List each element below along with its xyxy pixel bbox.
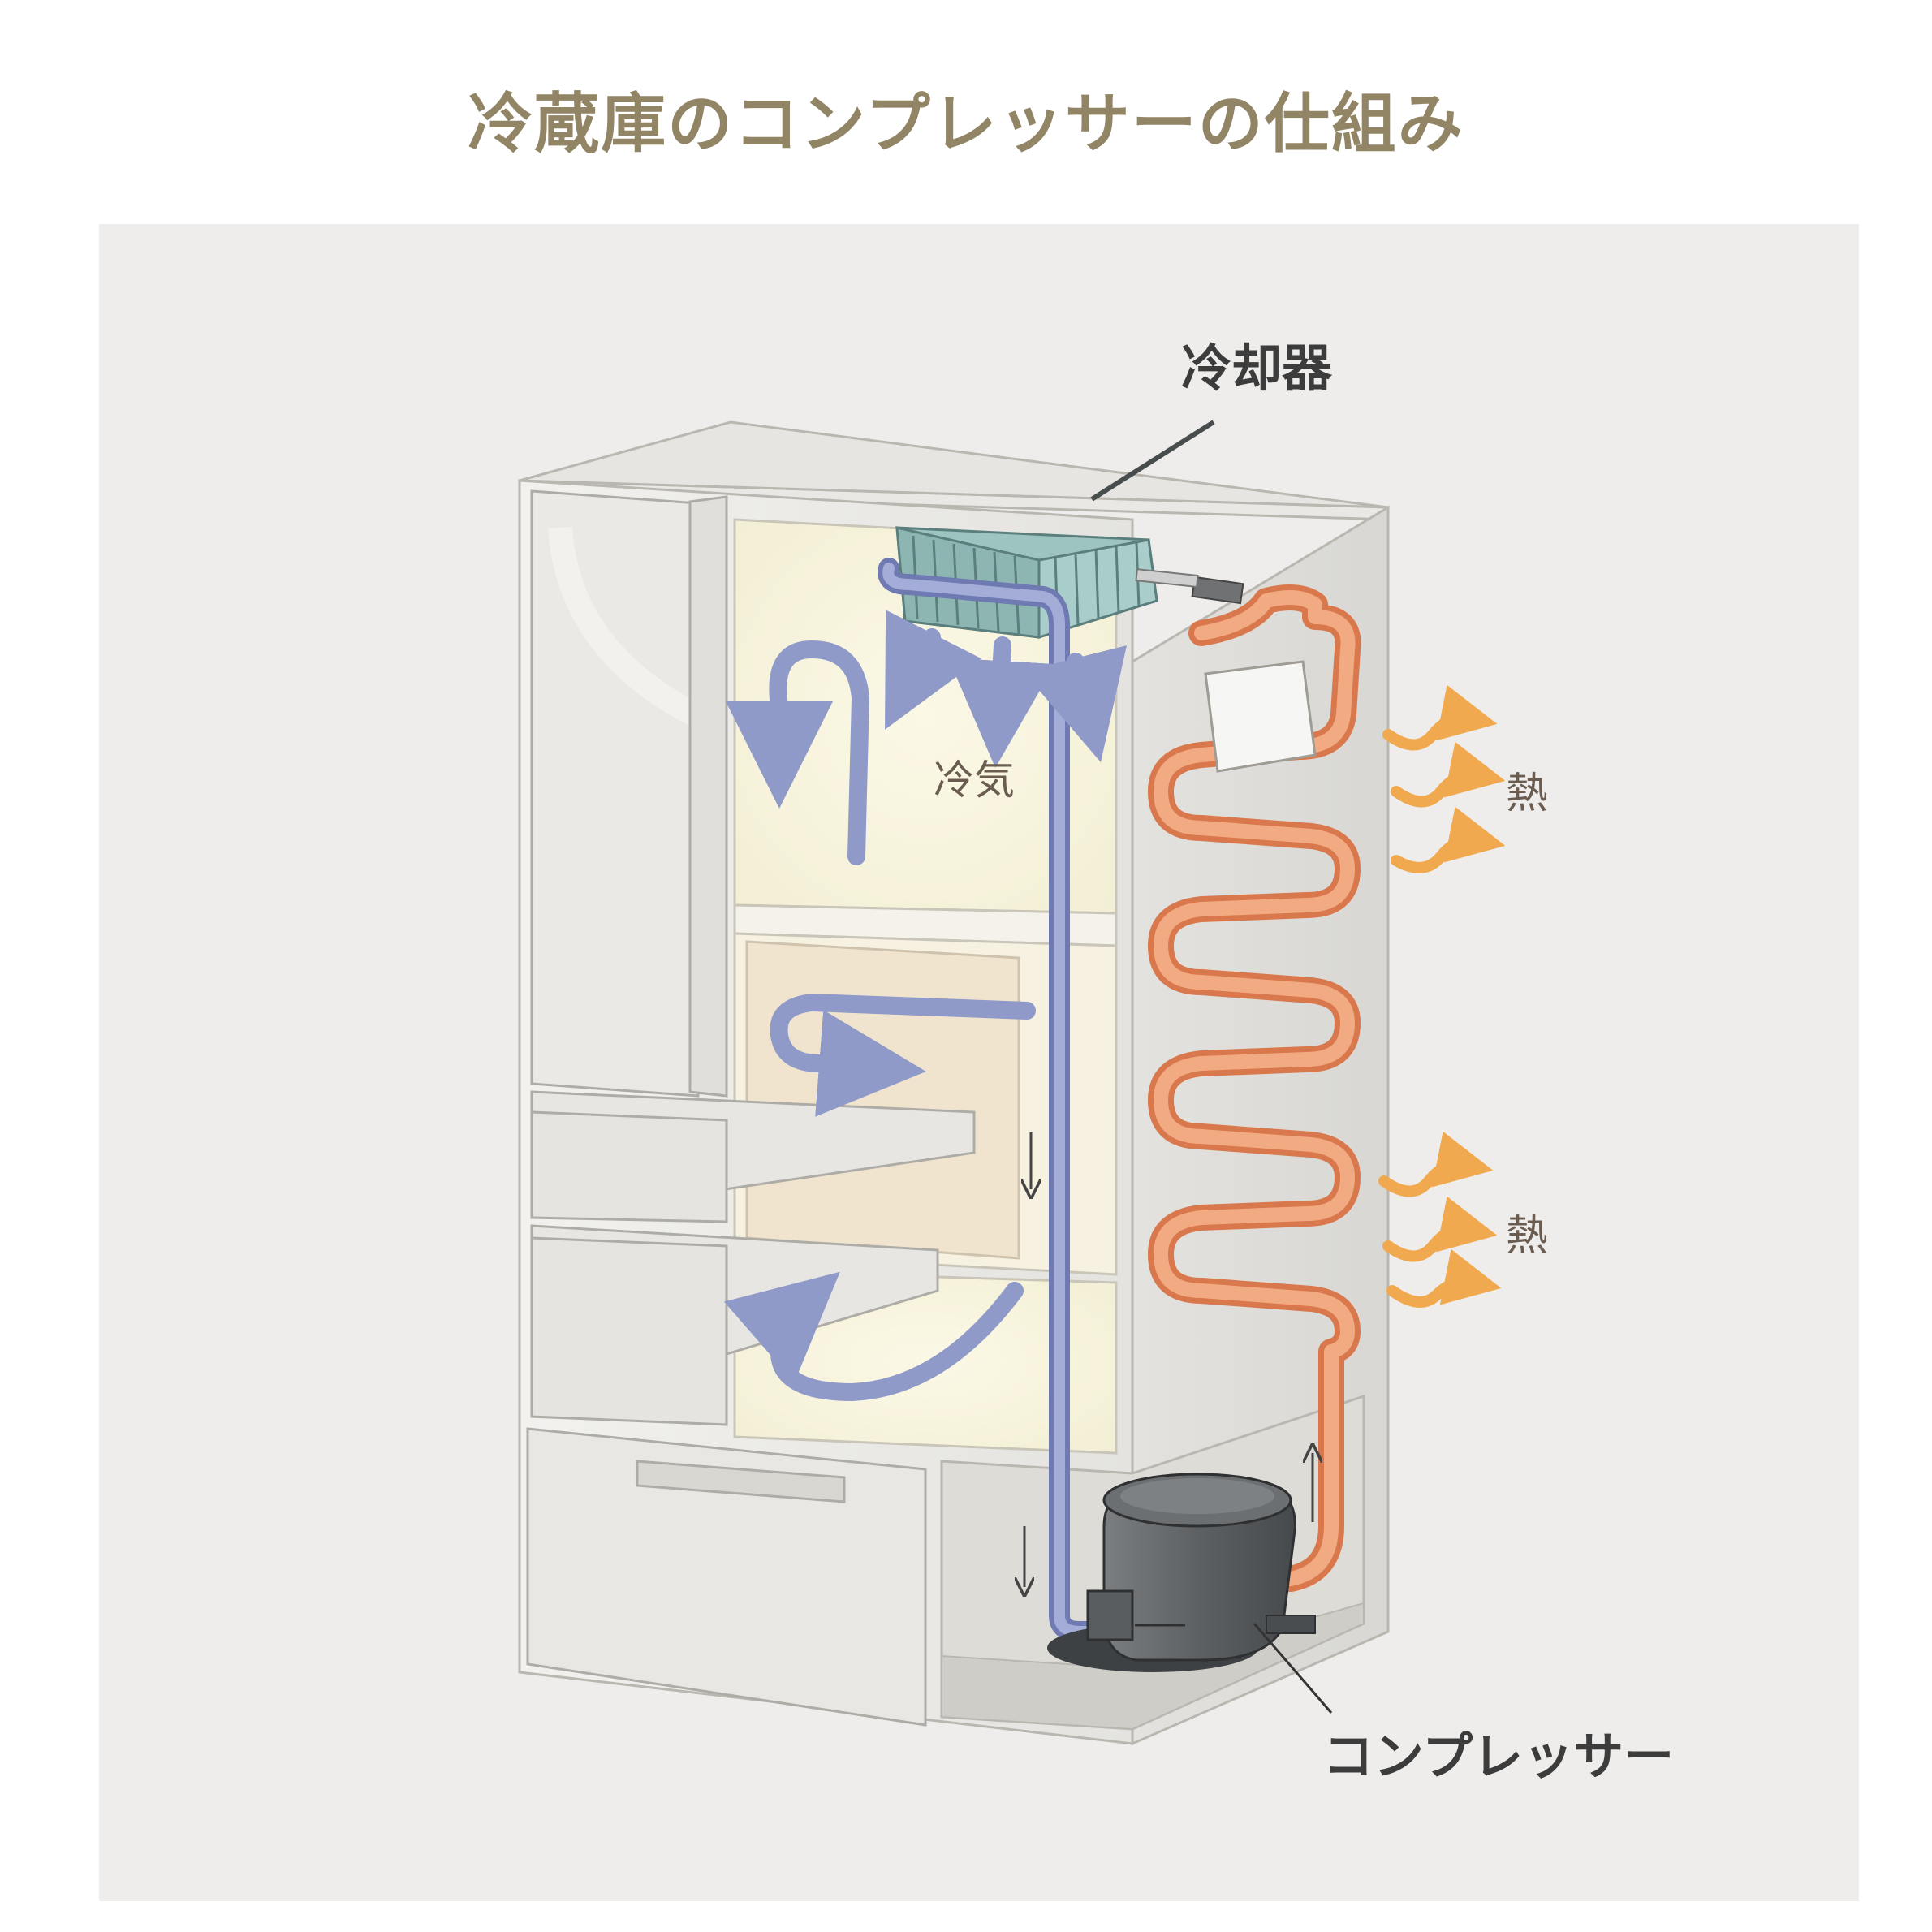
wavy-arrow-icon xyxy=(1391,806,1506,873)
door-handle-top xyxy=(688,495,728,1098)
cold-airflow xyxy=(723,610,1128,1402)
compressor-terminal xyxy=(1086,1589,1134,1641)
heat-label-bottom: 熱 xyxy=(1506,1212,1548,1261)
wavy-arrow-icon xyxy=(1386,1248,1502,1308)
loop-arrow-icon xyxy=(770,993,1036,1117)
cooler-label: 冷却器 xyxy=(1181,339,1333,398)
down-arrow-icon xyxy=(947,636,1055,768)
condenser-pipe xyxy=(1148,576,1361,1592)
down-arrow-icon xyxy=(1022,645,1128,763)
heat-arrows xyxy=(1378,684,1506,1308)
left-top-door xyxy=(530,489,700,1098)
bottom-drawer xyxy=(526,1427,927,1727)
wavy-arrow-icon xyxy=(1382,1196,1498,1262)
dryer-box xyxy=(1204,660,1317,773)
wavy-arrow-icon xyxy=(1391,741,1506,808)
compressor-unit xyxy=(1047,1473,1316,1672)
cold-pipe xyxy=(878,558,1115,1642)
labels: 冷却器 冷気 熱 熱 コンプレッサー xyxy=(934,339,1674,1786)
flow-direction-arrows xyxy=(1024,1132,1313,1587)
down-arrow-icon xyxy=(885,610,981,730)
curve-arrow-icon xyxy=(723,1271,1024,1402)
compressor-label: コンプレッサー xyxy=(1323,1727,1674,1786)
cold-air-label: 冷気 xyxy=(934,757,1015,804)
cooler-leader-line xyxy=(1090,420,1215,502)
pipe-connector xyxy=(1191,576,1244,605)
compressor-leader-line xyxy=(1253,1623,1333,1714)
wavy-arrow-icon xyxy=(1382,684,1498,751)
page-title: 冷蔵庫のコンプレッサーの仕組み xyxy=(468,86,1464,162)
loop-arrow-icon xyxy=(726,640,870,865)
heat-label-top: 熱 xyxy=(1506,770,1548,818)
drawer-box xyxy=(745,940,1020,1260)
wavy-arrow-icon xyxy=(1378,1131,1494,1197)
